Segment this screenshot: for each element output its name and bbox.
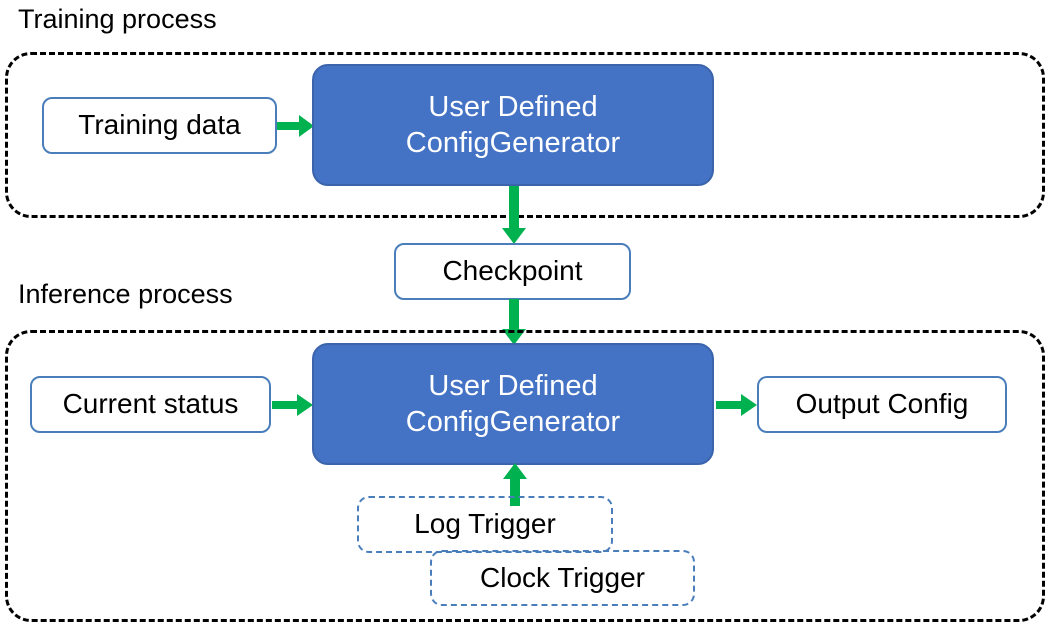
arrow-generator-to-checkpoint xyxy=(500,186,528,246)
current-status-label: Current status xyxy=(62,388,239,420)
training-generator-line1: User Defined xyxy=(428,90,598,123)
arrow-generator-to-output-config xyxy=(716,391,758,419)
inference-process-label: Inference process xyxy=(18,279,233,309)
arrow-trigger-to-generator xyxy=(501,463,529,507)
checkpoint-label: Checkpoint xyxy=(442,255,583,287)
clock-trigger-box[interactable]: Clock Trigger xyxy=(430,550,695,606)
training-data-box[interactable]: Training data xyxy=(42,97,277,154)
training-data-label: Training data xyxy=(78,109,241,141)
output-config-box[interactable]: Output Config xyxy=(757,376,1007,433)
training-process-panel xyxy=(5,52,1045,218)
log-trigger-box[interactable]: Log Trigger xyxy=(357,496,613,553)
arrow-checkpoint-to-inference-generator xyxy=(500,299,528,347)
training-config-generator-box[interactable]: User Defined ConfigGenerator xyxy=(312,64,714,186)
inference-generator-line1: User Defined xyxy=(428,369,598,402)
training-generator-line2: ConfigGenerator xyxy=(405,127,621,159)
inference-process-panel xyxy=(5,330,1045,622)
log-trigger-label: Log Trigger xyxy=(414,508,556,540)
arrow-current-status-to-generator xyxy=(272,391,314,419)
training-process-label: Training process xyxy=(18,4,217,34)
clock-trigger-label: Clock Trigger xyxy=(480,561,645,593)
checkpoint-box[interactable]: Checkpoint xyxy=(394,243,631,300)
inference-config-generator-box[interactable]: User Defined ConfigGenerator xyxy=(312,343,714,465)
inference-generator-line2: ConfigGenerator xyxy=(405,406,621,438)
current-status-box[interactable]: Current status xyxy=(30,376,271,433)
output-config-label: Output Config xyxy=(795,388,969,420)
arrow-training-data-to-generator xyxy=(277,112,315,140)
